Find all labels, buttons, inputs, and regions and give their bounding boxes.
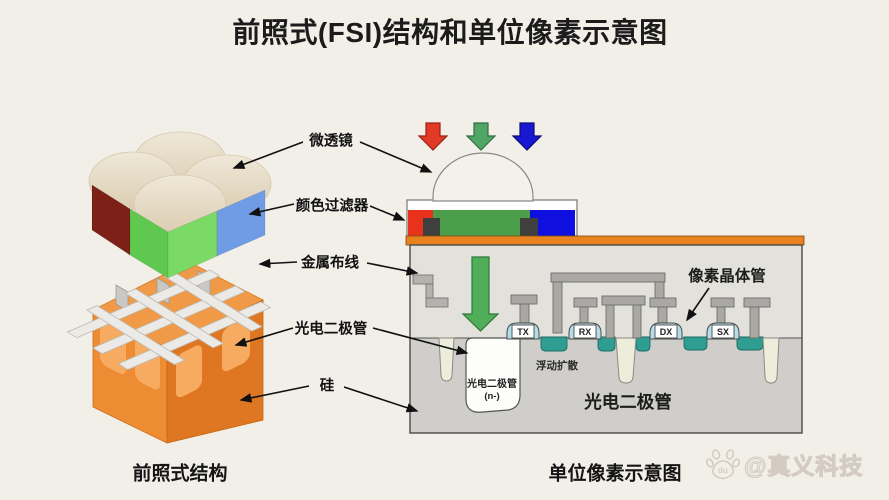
- orange-surface-layer: [405, 235, 805, 246]
- unit-pixel-cross-section: TX RX DX SX: [405, 122, 805, 434]
- microlens-domes-3d: [88, 131, 272, 234]
- microlens-filter-3d: [88, 131, 272, 279]
- label-microlens: 微透镜: [309, 133, 353, 150]
- caption-unit-pixel: 单位像素示意图: [548, 463, 682, 485]
- blue-light-arrow: [511, 122, 543, 151]
- pixel-gates: TX RX DX SX: [506, 322, 740, 340]
- photon-path-arrow: [461, 256, 500, 332]
- isolation-trenches: [438, 337, 780, 384]
- light-arrows: [417, 122, 543, 151]
- gate-dx: DX: [649, 322, 683, 340]
- leader-arrows: [232, 141, 469, 413]
- gate-sx: SX: [706, 322, 740, 340]
- filter-green: [433, 210, 530, 236]
- metal-wiring-3d: [66, 269, 272, 371]
- label-silicon: 硅: [319, 378, 335, 395]
- gate-contacts: [510, 272, 771, 339]
- paw-icon: du: [706, 449, 740, 480]
- gate-rx: RX: [568, 322, 602, 340]
- gate-rx-label: RX: [579, 327, 592, 337]
- microlens-dome: [432, 152, 534, 202]
- photodiode-n-label-line2: (n-): [484, 391, 499, 402]
- photodiode-n-well: [465, 337, 521, 413]
- caption-fsi-structure: 前照式结构: [132, 463, 228, 485]
- pixel-transistor-arrow: [686, 287, 710, 322]
- gate-sx-label: SX: [717, 327, 729, 337]
- filter-contact: [520, 218, 538, 236]
- photodiode-n-label-line1: 光电二极管: [466, 377, 517, 390]
- label-photodiode: 光电二极管: [294, 321, 368, 338]
- floating-diffusion-label: 浮动扩散: [536, 359, 578, 372]
- filter-assembly: [406, 152, 578, 237]
- red-light-arrow: [417, 122, 449, 151]
- label-color-filter: 颜色过滤器: [295, 198, 369, 215]
- color-filter-3d: [91, 184, 266, 279]
- paw-icon-text: du: [718, 466, 728, 475]
- gate-tx-label: TX: [517, 327, 529, 337]
- gate-dx-label: DX: [660, 327, 673, 337]
- watermark: du @真义科技: [706, 447, 863, 481]
- diffusion-regions: [540, 336, 764, 352]
- fsi-3d-structure: [66, 131, 272, 444]
- watermark-text: @真义科技: [743, 452, 864, 479]
- green-light-arrow: [465, 122, 497, 151]
- photodiode-region-label: 光电二极管: [583, 392, 672, 412]
- metal-wiring-step: [412, 274, 449, 308]
- filter-contact: [423, 218, 440, 236]
- label-metal-wiring: 金属布线: [301, 255, 359, 272]
- page-title: 前照式(FSI)结构和单位像素示意图: [232, 17, 668, 48]
- gate-tx: TX: [506, 322, 540, 340]
- pixel-transistor-label: 像素晶体管: [688, 266, 766, 285]
